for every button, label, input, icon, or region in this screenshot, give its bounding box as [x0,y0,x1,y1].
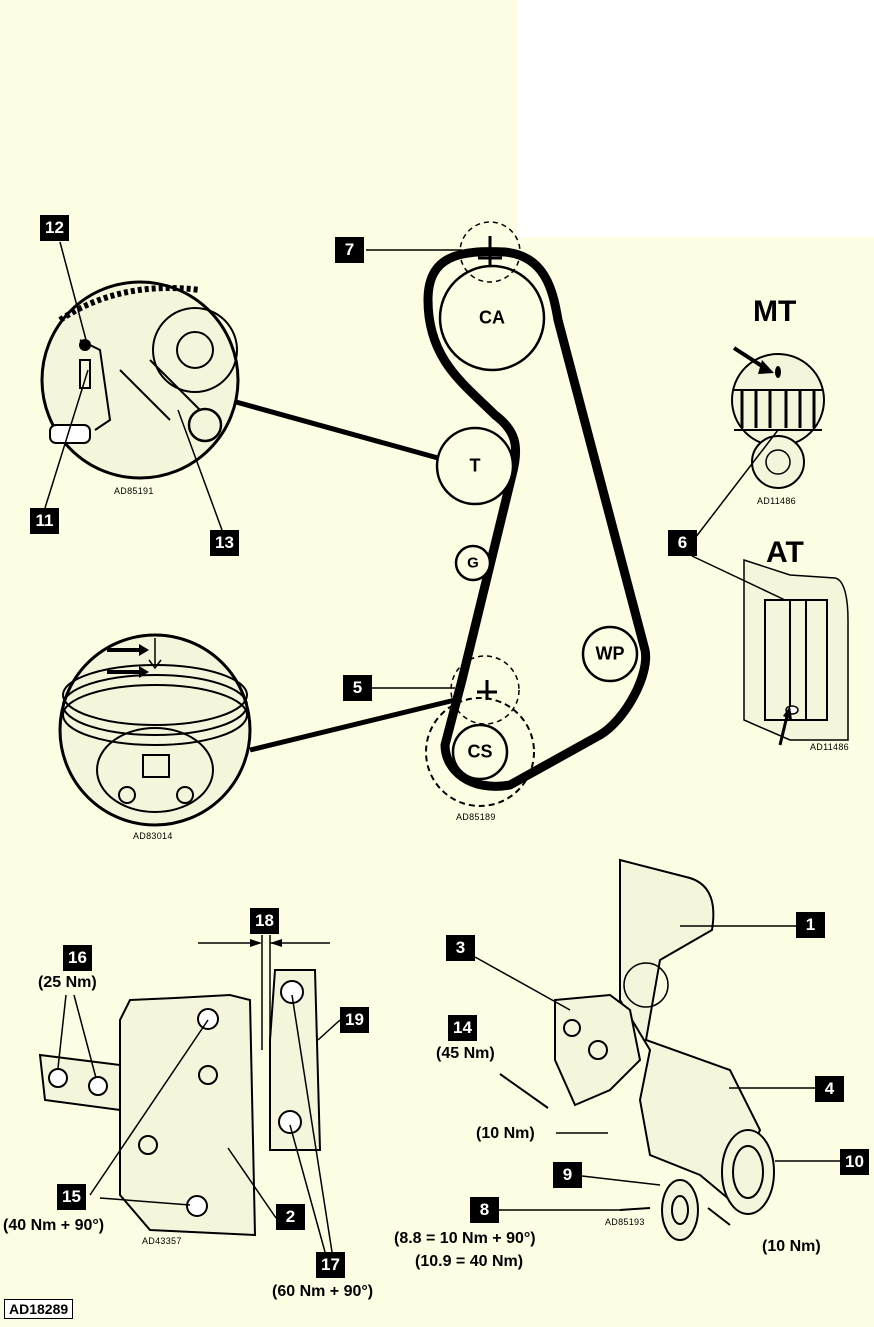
torque-14: (45 Nm) [436,1045,495,1062]
crankshaft-pulley [451,723,509,781]
callout-3: 3 [446,935,475,961]
torque-8-grade-109: (10.9 = 40 Nm) [415,1253,524,1270]
crankshaft-outer-ring [425,697,535,807]
ref-crank-detail: AD83014 [133,831,173,841]
callout-5: 5 [343,675,372,701]
guide-pulley [454,544,492,582]
torque-15: (40 Nm + 90°) [3,1217,105,1234]
timing-cover-detail [499,858,775,1241]
callout-6: 6 [668,530,697,556]
crankshaft-mark-ring [450,655,520,725]
callout-4: 4 [815,1076,844,1102]
ref-bracket-detail: AD43357 [142,1236,182,1246]
callout-2: 2 [276,1204,305,1230]
tensioner-detail [40,280,240,480]
camshaft-pulley [438,264,546,372]
guide-pulley-label: G [467,554,479,572]
torque-17: (60 Nm + 90°) [272,1283,374,1300]
background-upper [0,0,517,237]
ref-mt-detail: AD11486 [757,496,796,506]
callout-15: 15 [57,1184,86,1210]
callout-10: 10 [840,1149,869,1175]
callout-19: 19 [340,1007,369,1033]
ref-tensioner-detail: AD85191 [114,486,154,496]
automatic-transmission-detail [743,558,849,746]
timing-belt [423,247,651,791]
manual-transmission-label: MT [753,295,797,328]
callout-1: 1 [796,912,825,938]
figure-id: AD18289 [4,1299,74,1319]
crankshaft-pulley-label: CS [467,741,493,762]
callout-12: 12 [40,215,69,241]
callout-16: 16 [63,945,92,971]
automatic-transmission-label: AT [766,536,804,569]
callout-9: 9 [553,1162,582,1188]
crank-pulley-detail [58,633,252,827]
ref-at-detail: AD11486 [810,742,849,752]
torque-10: (10 Nm) [762,1238,821,1255]
ref-cover-detail: AD85193 [605,1217,645,1227]
tensioner-pulley [435,426,515,506]
tensioner-pulley-label: T [469,455,481,476]
camshaft-mark-ring [459,221,521,283]
callout-17: 17 [316,1252,345,1278]
callout-14: 14 [448,1015,477,1041]
torque-8-grade-88: (8.8 = 10 Nm + 90°) [394,1230,536,1247]
callout-13: 13 [210,530,239,556]
callout-11: 11 [30,508,59,534]
callout-18: 18 [250,908,279,934]
callout-7: 7 [335,237,364,263]
callout-8: 8 [470,1197,499,1223]
camshaft-pulley-label: CA [479,307,505,328]
engine-bracket-detail [38,935,330,1237]
water-pump-pulley-label: WP [595,643,625,664]
water-pump-pulley [581,625,639,683]
manual-transmission-detail [731,353,825,489]
torque-16: (25 Nm) [38,974,97,991]
torque-cover-bolt: (10 Nm) [476,1125,535,1142]
ref-belt-layout: AD85189 [456,812,496,822]
